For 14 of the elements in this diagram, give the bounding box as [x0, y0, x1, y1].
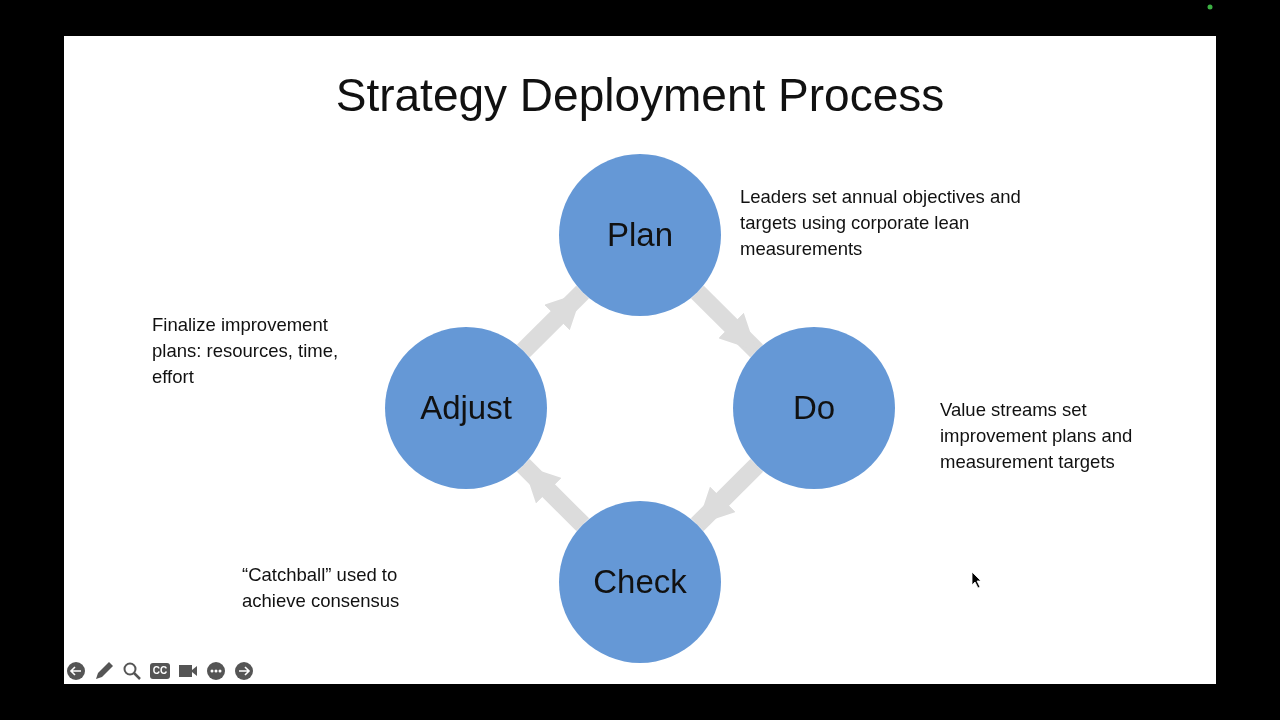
- block-arrow: [690, 458, 764, 532]
- slide-title: Strategy Deployment Process: [334, 68, 946, 122]
- block-arrow: [691, 285, 763, 358]
- block-arrow: [517, 285, 589, 358]
- block-arrow: [516, 458, 590, 532]
- stage-label: Do: [792, 389, 836, 427]
- stage-description: Finalize improvement plans: resources, time, effort: [152, 313, 340, 389]
- note-text: “Catchball” used to achieve consensus: [242, 563, 401, 613]
- stage-description: Value streams set improvement plans and measurement targets: [940, 398, 1134, 474]
- stage-description: Leaders set annual objectives and targets using corporate lean measurements: [740, 185, 1022, 261]
- stage-label: Check: [593, 563, 687, 601]
- captions-toggle: CC: [150, 663, 170, 679]
- stage-label: Plan: [606, 216, 674, 254]
- stage-label: Adjust: [420, 389, 512, 427]
